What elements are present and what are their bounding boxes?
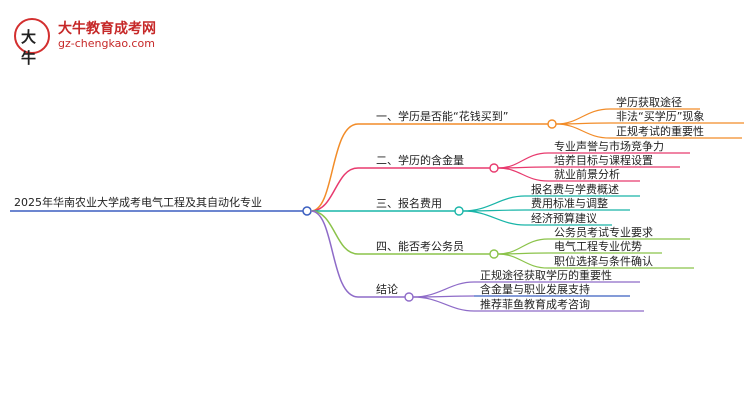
branch-2-node[interactable]	[489, 163, 499, 173]
branch-2-child-3: 就业前景分析	[554, 167, 620, 181]
branch-3-child-3-connector	[462, 210, 526, 226]
branch-1-child-3: 正规考试的重要性	[616, 124, 704, 138]
branch-1-connector	[310, 123, 359, 212]
branch-2-child-3-connector	[497, 167, 549, 182]
branch-5-label: 结论	[376, 282, 398, 296]
branch-2-connector	[310, 167, 359, 212]
branch-5-child-3-connector	[412, 296, 475, 312]
branch-2-child-1: 专业声誉与市场竞争力	[554, 139, 664, 153]
branch-3-node[interactable]	[454, 206, 464, 216]
branch-5-node[interactable]	[404, 292, 414, 302]
branch-5-child-2: 含金量与职业发展支持	[480, 282, 590, 296]
branch-5-child-1-connector	[412, 281, 475, 298]
branch-3-child-1: 报名费与学费概述	[531, 182, 619, 196]
branch-1-child-2: 非法“买学历”现象	[616, 109, 704, 123]
branch-1-child-1: 学历获取途径	[616, 95, 682, 109]
branch-2-label: 二、学历的含金量	[376, 153, 464, 167]
branch-5-child-3: 推荐菲鱼教育成考咨询	[480, 297, 590, 311]
branch-4-child-1: 公务员考试专业要求	[554, 225, 653, 239]
logo-glyph: 大牛	[21, 28, 37, 67]
branch-5-child-1: 正规途径获取学历的重要性	[480, 268, 612, 282]
branch-2-child-1-connector	[497, 152, 549, 169]
branch-3-label: 三、报名费用	[376, 196, 442, 210]
branch-3-child-1-connector	[462, 195, 526, 212]
root-label: 2025年华南农业大学成考电气工程及其自动化专业	[14, 195, 262, 209]
branch-1-child-3-connector	[555, 123, 611, 139]
branch-3-child-2: 费用标准与调整	[531, 196, 608, 210]
branch-2-child-2: 培养目标与课程设置	[554, 153, 653, 167]
branch-3-child-3: 经济预算建议	[531, 211, 597, 225]
branch-4-node[interactable]	[489, 249, 499, 259]
logo-emblem: 大牛	[14, 18, 50, 67]
branch-1-child-1-connector	[555, 108, 611, 125]
branch-4-child-3: 职位选择与条件确认	[554, 254, 653, 268]
root-node[interactable]	[302, 206, 312, 216]
logo-name: 大牛教育成考网	[58, 21, 156, 37]
branch-5-connector	[310, 210, 359, 298]
branch-4-child-1-connector	[497, 238, 549, 255]
branch-1-node[interactable]	[547, 119, 557, 129]
branch-4-child-3-connector	[497, 253, 549, 269]
site-logo[interactable]: 大牛 大牛教育成考网 gz-chengkao.com	[14, 16, 164, 67]
branch-4-child-2: 电气工程专业优势	[554, 239, 642, 253]
branch-1-label: 一、学历是否能“花钱买到”	[376, 109, 508, 123]
logo-url: gz-chengkao.com	[58, 37, 155, 50]
branch-4-connector	[310, 210, 359, 255]
branch-4-label: 四、能否考公务员	[376, 239, 464, 253]
